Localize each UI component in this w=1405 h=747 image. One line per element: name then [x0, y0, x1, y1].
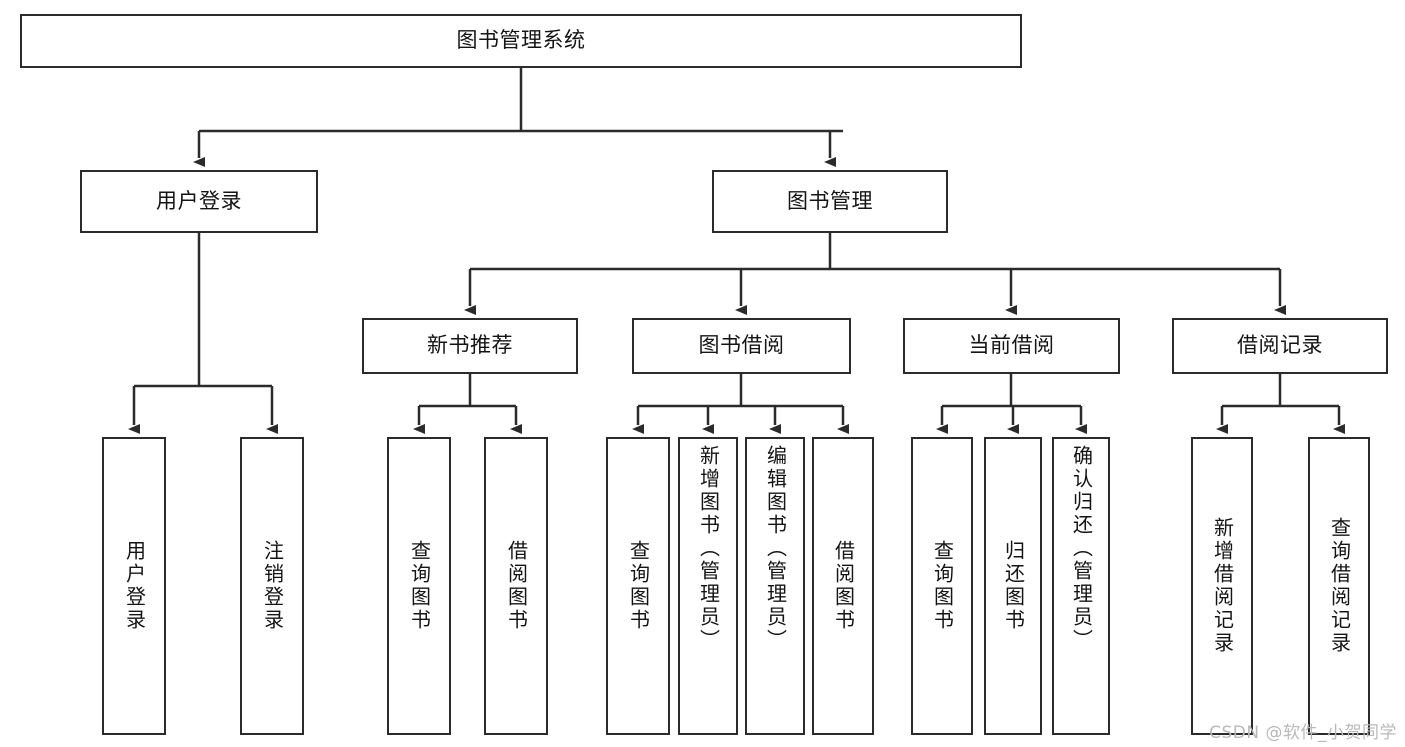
node-user-login[interactable]: 用户登录: [80, 170, 318, 233]
node-leaf-query-record-label: 查询借阅记录: [1327, 517, 1352, 655]
node-leaf-add-book-label: 新增图书（管理员）: [696, 445, 721, 652]
node-leaf-user-logout-label: 注销登录: [260, 540, 285, 632]
node-leaf-query-book-1[interactable]: 查询图书: [387, 437, 451, 735]
node-book-borrow[interactable]: 图书借阅: [632, 318, 851, 374]
node-leaf-add-book[interactable]: 新增图书（管理员）: [678, 437, 738, 735]
node-leaf-query-record[interactable]: 查询借阅记录: [1308, 437, 1370, 735]
node-leaf-query-book-3[interactable]: 查询图书: [911, 437, 973, 735]
node-new-book-recommend-label: 新书推荐: [427, 333, 513, 358]
node-book-manage[interactable]: 图书管理: [712, 170, 948, 233]
node-leaf-query-book-1-label: 查询图书: [407, 540, 432, 632]
node-leaf-borrow-book-1-label: 借阅图书: [504, 540, 529, 632]
node-leaf-query-book-2-label: 查询图书: [626, 540, 651, 632]
watermark: CSDN @软件_小贺同学: [1209, 723, 1397, 743]
node-borrow-record-label: 借阅记录: [1237, 333, 1323, 358]
node-leaf-confirm-return[interactable]: 确认归还（管理员）: [1052, 437, 1110, 735]
node-leaf-return-book-label: 归还图书: [1001, 540, 1026, 632]
node-leaf-borrow-book-2-label: 借阅图书: [831, 540, 856, 632]
node-new-book-recommend[interactable]: 新书推荐: [362, 318, 578, 374]
node-book-borrow-label: 图书借阅: [698, 333, 785, 358]
node-leaf-edit-book[interactable]: 编辑图书（管理员）: [745, 437, 805, 735]
node-leaf-return-book[interactable]: 归还图书: [984, 437, 1042, 735]
node-current-borrow-label: 当前借阅: [968, 333, 1055, 358]
node-leaf-add-record[interactable]: 新增借阅记录: [1191, 437, 1253, 735]
node-leaf-query-book-2[interactable]: 查询图书: [606, 437, 670, 735]
node-leaf-add-record-label: 新增借阅记录: [1210, 517, 1235, 655]
node-leaf-edit-book-label: 编辑图书（管理员）: [763, 445, 788, 652]
node-root-label: 图书管理系统: [456, 28, 586, 53]
node-current-borrow[interactable]: 当前借阅: [903, 318, 1120, 374]
node-borrow-record[interactable]: 借阅记录: [1172, 318, 1388, 374]
node-leaf-user-logout[interactable]: 注销登录: [240, 437, 304, 735]
node-leaf-user-login[interactable]: 用户登录: [102, 437, 166, 735]
node-root[interactable]: 图书管理系统: [20, 14, 1022, 68]
node-user-login-label: 用户登录: [156, 188, 242, 213]
node-book-manage-label: 图书管理: [787, 188, 873, 213]
node-leaf-confirm-return-label: 确认归还（管理员）: [1069, 445, 1094, 652]
node-leaf-borrow-book-2[interactable]: 借阅图书: [812, 437, 874, 735]
node-leaf-user-login-label: 用户登录: [122, 540, 147, 632]
node-leaf-borrow-book-1[interactable]: 借阅图书: [484, 437, 548, 735]
node-leaf-query-book-3-label: 查询图书: [930, 540, 955, 632]
